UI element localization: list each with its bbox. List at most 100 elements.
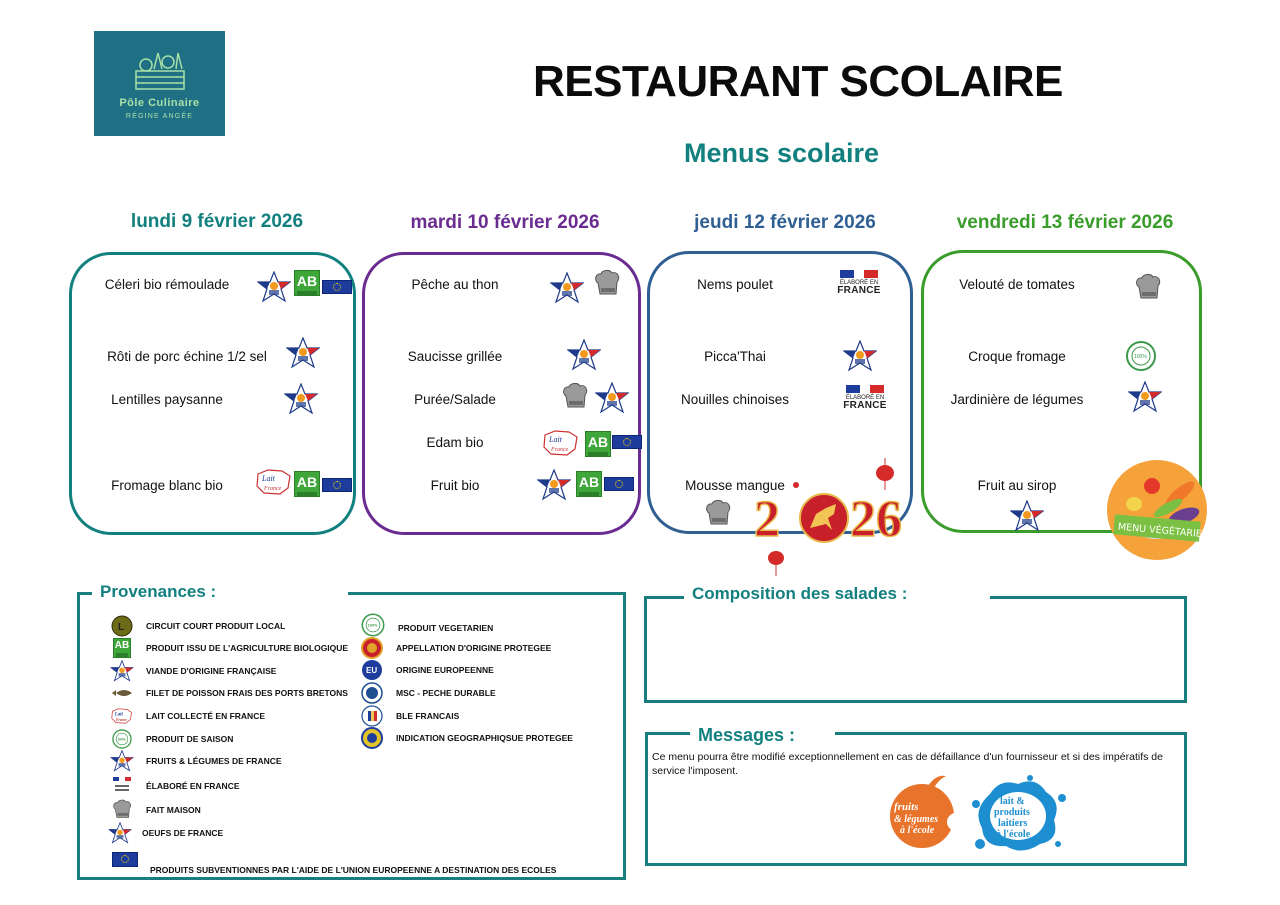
eu-flag-icon (112, 851, 138, 867)
legend-item: PRODUIT DE SAISON (110, 728, 233, 750)
poisson-icon (112, 690, 132, 696)
legend-item: FRUITS & LÉGUMES DE FRANCE (110, 750, 282, 772)
fruits-legumes-de-france-icon (1010, 500, 1044, 532)
page-title: RESTAURANT SCOLAIRE (533, 57, 1063, 106)
pole-culinaire-logo: Pôle Culinaire Régine Angée (94, 31, 225, 136)
origine-europeenne-icon: EU (362, 660, 382, 680)
lait-produits-laitiers-ecole-logo: lait & produits laitiers à l'école (972, 775, 1066, 851)
svg-text:EU: EU (366, 666, 377, 675)
fruits-legumes-de-france-icon (1128, 381, 1162, 413)
oeufs-de-france-icon (108, 822, 132, 844)
agriculture-biologique-icon: AB (576, 471, 602, 497)
viande-origine-francaise-icon (843, 340, 877, 372)
produit-vegetarien-icon (1124, 339, 1158, 373)
legend-item: BLE FRANCAIS (360, 705, 459, 727)
fruits-legumes-de-france-icon (550, 272, 584, 304)
svg-text:à l'école: à l'école (900, 825, 935, 836)
legend-item: PRODUIT VEGETARIEN (360, 612, 493, 638)
legend-item: MSC - PECHE DURABLE (360, 682, 496, 704)
agriculture-biologique-icon: AB (294, 270, 320, 296)
fait-maison-icon (593, 269, 621, 299)
day-heading-lundi: lundi 9 février 2026 (130, 211, 304, 232)
fruits-legumes-de-france-icon (284, 383, 318, 415)
fait-maison-icon (704, 499, 732, 529)
eu-flag-icon (604, 477, 634, 491)
aop-icon (361, 637, 383, 659)
svg-text:à l'école: à l'école (996, 829, 1031, 840)
elabore-en-france-icon (113, 777, 131, 791)
fruits-legumes-de-france-icon (110, 750, 134, 772)
viande-origine-francaise-icon (567, 339, 601, 371)
legend-item: FILET DE POISSON FRAIS DES PORTS BRETONS (110, 682, 348, 704)
legend-item: VIANDE D'ORIGINE FRANÇAISE (110, 660, 276, 682)
menu-vegetarien-badge: MENU VÉGÉTARIEN (1102, 460, 1212, 560)
svg-text:& légumes: & légumes (894, 814, 938, 825)
elabore-en-france-icon: ÉLABORÉ EN FRANCE (842, 385, 888, 415)
fait-maison-icon (1134, 273, 1162, 303)
produit-de-saison-icon (110, 728, 134, 750)
chinese-new-year-2026-decoration: 2 26 (753, 458, 903, 576)
dish: Croque fromage (968, 349, 1066, 364)
msc-icon (361, 682, 383, 704)
viande-origine-francaise-icon (286, 337, 320, 369)
dish: Saucisse grillée (407, 349, 503, 364)
svg-text:laitiers: laitiers (998, 818, 1028, 829)
eu-flag-icon (322, 280, 352, 294)
messages-text: Ce menu pourra être modifié exceptionnel… (652, 751, 1163, 777)
igp-icon (361, 727, 383, 749)
svg-text:lait &: lait & (1000, 796, 1025, 807)
legend-item: ÉLABORÉ EN FRANCE (110, 775, 240, 797)
agriculture-biologique-icon: AB (585, 431, 611, 457)
legend-item: EU ORIGINE EUROPEENNE (360, 659, 494, 681)
fruits-legumes-de-france-icon (537, 469, 571, 501)
logo-subtitle: Régine Angée (125, 113, 194, 120)
legend-item: APPELLATION D'ORIGINE PROTEGEE (360, 637, 551, 659)
dish: Fromage blanc bio (111, 478, 223, 493)
fait-maison-icon (561, 382, 589, 412)
dish: Picca'Thai (704, 349, 766, 364)
messages-title: Messages : (690, 725, 835, 746)
svg-text:26: 26 (850, 491, 902, 548)
fruits-legumes-de-france-icon (257, 271, 291, 303)
viande-origine-francaise-icon (110, 660, 134, 682)
produit-vegetarien-icon (360, 612, 386, 638)
agriculture-biologique-icon: AB (113, 638, 131, 658)
svg-text:fruits: fruits (894, 801, 918, 813)
provenances-title: Provenances : (92, 582, 348, 602)
lait-collecte-en-france-icon (110, 705, 134, 727)
day-menu-lundi: Céleri bio rémoulade AB Rôti de porc éch… (69, 252, 356, 535)
day-heading-mardi: mardi 10 février 2026 (410, 212, 600, 233)
agriculture-biologique-icon: AB (294, 471, 320, 497)
dish: Purée/Salade (414, 392, 496, 407)
svg-text:L: L (118, 622, 124, 633)
composition-salades-panel (644, 596, 1187, 703)
dish: Rôti de porc échine 1/2 sel (107, 349, 267, 364)
legend-item: LAIT COLLECTÉ EN FRANCE (110, 705, 265, 727)
legend-item: OEUFS DE FRANCE (108, 822, 223, 844)
legend-item: PRODUITS SUBVENTIONNES PAR L'AIDE DE L'U… (112, 843, 556, 875)
legend-item: INDICATION GEOGRAPHIQSUE PROTEGEE (360, 727, 573, 749)
legend-item: AB PRODUIT ISSU DE L'AGRICULTURE BIOLOGI… (110, 637, 348, 659)
dish: Nems poulet (697, 277, 773, 292)
day-menu-mardi: Pêche au thon Saucisse grillée Purée/Sal… (362, 252, 642, 535)
dish: Fruit au sirop (977, 478, 1057, 493)
lait-collecte-en-france-icon (254, 468, 294, 496)
circuit-court-icon: L (111, 615, 133, 637)
elabore-en-france-icon: ÉLABORÉ EN FRANCE (836, 270, 882, 300)
ble-francais-icon (361, 705, 383, 727)
svg-text:produits: produits (994, 807, 1030, 818)
dish: Lentilles paysanne (111, 392, 223, 407)
day-menu-jeudi: Nems poulet ÉLABORÉ EN FRANCE Picca'Thai… (647, 251, 913, 534)
day-heading-jeudi: jeudi 12 février 2026 (694, 212, 876, 233)
dish: Mousse mangue (685, 478, 785, 493)
svg-text:2: 2 (754, 491, 780, 548)
lait-collecte-en-france-icon (541, 429, 581, 457)
page-subtitle: Menus scolaire (684, 138, 880, 168)
dish: Fruit bio (430, 478, 480, 493)
legend-item: L CIRCUIT COURT PRODUIT LOCAL (110, 615, 285, 637)
fruits-legumes-de-france-icon (595, 382, 629, 414)
fruits-legumes-ecole-logo: fruits & légumes à l'école (890, 775, 960, 848)
dish: Velouté de tomates (959, 277, 1075, 292)
dish: Pêche au thon (411, 277, 499, 292)
day-heading-vendredi: vendredi 13 février 2026 (956, 212, 1174, 233)
